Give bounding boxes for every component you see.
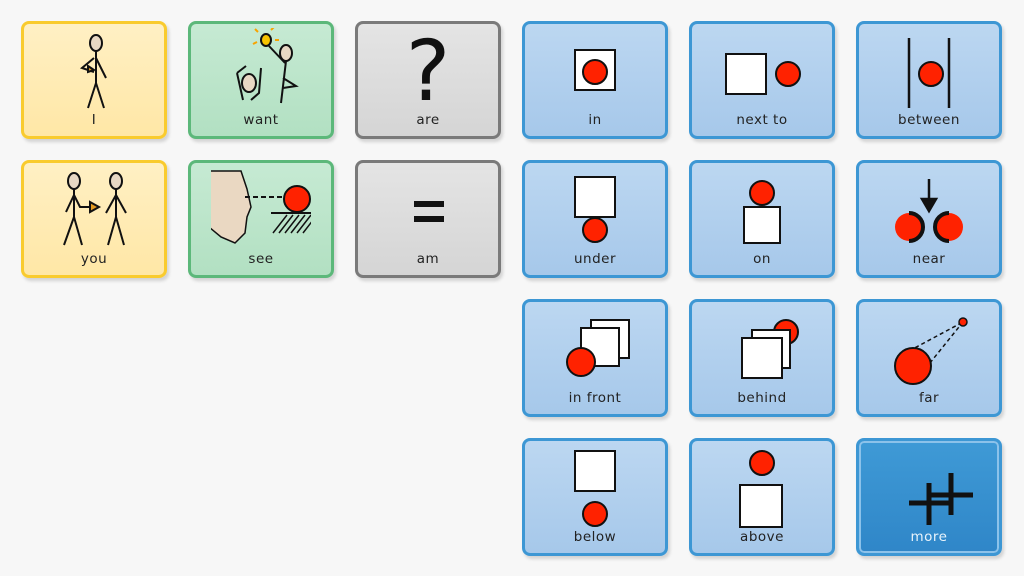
tile-label: are bbox=[416, 112, 440, 128]
tile-next-to[interactable]: next to bbox=[689, 21, 835, 139]
tile-want[interactable]: want bbox=[188, 21, 334, 139]
person-pointing-self-icon bbox=[79, 34, 107, 109]
tile-label: in front bbox=[568, 390, 622, 406]
in-icon bbox=[574, 49, 616, 91]
far-icon bbox=[894, 317, 968, 385]
see-icon bbox=[211, 170, 311, 244]
tile-label: I bbox=[91, 112, 97, 128]
behind-icon bbox=[741, 319, 799, 379]
want-icon bbox=[236, 28, 299, 104]
equals-icon bbox=[414, 201, 444, 222]
tile-below[interactable]: below bbox=[522, 438, 668, 556]
tile-in[interactable]: in bbox=[522, 21, 668, 139]
tile-label: above bbox=[740, 529, 784, 545]
tile-see[interactable]: see bbox=[188, 160, 334, 278]
above-icon bbox=[739, 450, 783, 528]
tile-under[interactable]: under bbox=[522, 160, 668, 278]
tile-i[interactable]: I bbox=[21, 21, 167, 139]
tile-behind[interactable]: behind bbox=[689, 299, 835, 417]
tile-label: below bbox=[573, 529, 617, 545]
between-icon bbox=[907, 38, 951, 108]
tile-label: between bbox=[898, 112, 960, 128]
near-icon bbox=[895, 179, 963, 243]
tile-label: far bbox=[918, 390, 940, 406]
question-mark-icon: ? bbox=[406, 28, 451, 112]
next-to-icon bbox=[725, 53, 801, 95]
tile-label: see bbox=[248, 251, 274, 267]
tile-you[interactable]: you bbox=[21, 160, 167, 278]
on-icon bbox=[743, 180, 781, 244]
tile-label: in bbox=[588, 112, 602, 128]
tile-label: am bbox=[416, 251, 440, 267]
tile-near[interactable]: near bbox=[856, 160, 1002, 278]
tile-label: under bbox=[573, 251, 617, 267]
svg-text:?: ? bbox=[406, 28, 451, 112]
in-front-icon bbox=[566, 319, 630, 377]
tile-far[interactable]: far bbox=[856, 299, 1002, 417]
tile-above[interactable]: above bbox=[689, 438, 835, 556]
tile-on[interactable]: on bbox=[689, 160, 835, 278]
below-icon bbox=[574, 450, 616, 527]
tile-are[interactable]: ? are bbox=[355, 21, 501, 139]
tile-between[interactable]: between bbox=[856, 21, 1002, 139]
person-pointing-other-icon bbox=[63, 172, 127, 246]
tile-label: near bbox=[912, 251, 946, 267]
tile-label: on bbox=[753, 251, 771, 267]
tile-label: you bbox=[80, 251, 108, 267]
tile-label: want bbox=[243, 112, 279, 128]
more-button[interactable]: more bbox=[856, 438, 1002, 556]
tile-label: behind bbox=[737, 390, 787, 406]
tile-am[interactable]: am bbox=[355, 160, 501, 278]
under-icon bbox=[574, 176, 616, 243]
more-icon bbox=[909, 473, 973, 525]
tile-label: next to bbox=[736, 112, 788, 128]
tile-in-front[interactable]: in front bbox=[522, 299, 668, 417]
tile-label: more bbox=[910, 529, 948, 545]
